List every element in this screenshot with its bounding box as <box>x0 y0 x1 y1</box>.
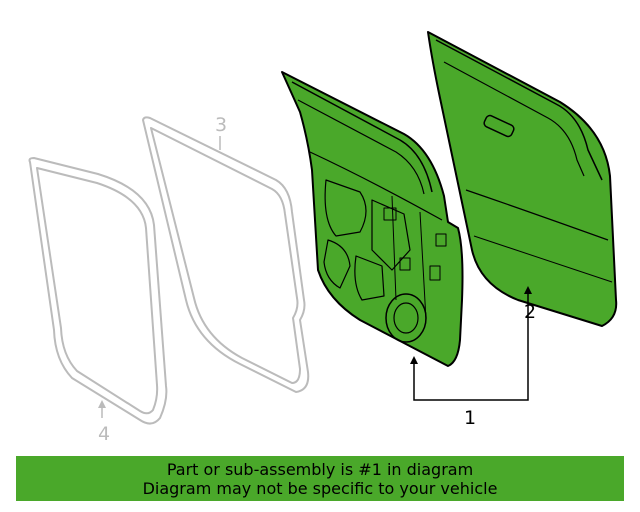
inner-shell-window-frame <box>291 81 433 193</box>
outer-panel-shape <box>427 31 618 327</box>
door-outer-panel-part-2 <box>427 31 618 327</box>
weatherstrip-outer-part-4 <box>28 157 168 425</box>
door-handle-recess <box>483 114 515 138</box>
inner-shell-cutout-upper <box>324 179 367 237</box>
inner-shell-regulator-rail <box>391 195 427 321</box>
banner-part-note: Part or sub-assembly is #1 in diagram <box>166 459 474 479</box>
door-inner-shell-part-1 <box>281 71 464 367</box>
arrowhead-part-4 <box>98 400 106 408</box>
callout-part-3: 3 <box>215 114 227 136</box>
leader-line-part-1 <box>413 290 529 401</box>
callout-part-4: 4 <box>98 423 110 445</box>
outer-panel-body-line <box>465 189 609 241</box>
banner-disclaimer: Diagram may not be specific to your vehi… <box>142 478 498 498</box>
inner-shell-window-inner <box>297 99 425 195</box>
inner-shell-mount-1 <box>429 265 441 281</box>
inner-shell-mount-4 <box>435 233 447 247</box>
inner-shell-mount-3 <box>383 207 397 221</box>
weatherstrip-inner-part-3 <box>142 116 310 393</box>
parts-diagram: 1 2 3 4 <box>28 31 618 445</box>
inner-shell-cutout-lower <box>323 239 351 289</box>
inner-shell-cutout-middle <box>371 199 411 271</box>
callout-part-2: 2 <box>524 301 536 323</box>
inner-shell-mount-2 <box>399 257 411 271</box>
arrowhead-part-2 <box>524 286 532 294</box>
outer-panel-window-frame <box>435 39 603 181</box>
part-info-banner: Part or sub-assembly is #1 in diagram Di… <box>16 456 624 501</box>
callout-lines <box>98 136 532 418</box>
arrowhead-part-1 <box>410 356 418 364</box>
callout-part-1: 1 <box>464 407 476 429</box>
inner-shell-speaker-ring <box>393 302 419 334</box>
inner-shell-beltline <box>309 151 443 221</box>
outer-panel-lower-line <box>473 235 613 283</box>
outer-panel-window-inner <box>443 61 585 177</box>
inner-shell-cutout-lower-right <box>354 255 385 301</box>
